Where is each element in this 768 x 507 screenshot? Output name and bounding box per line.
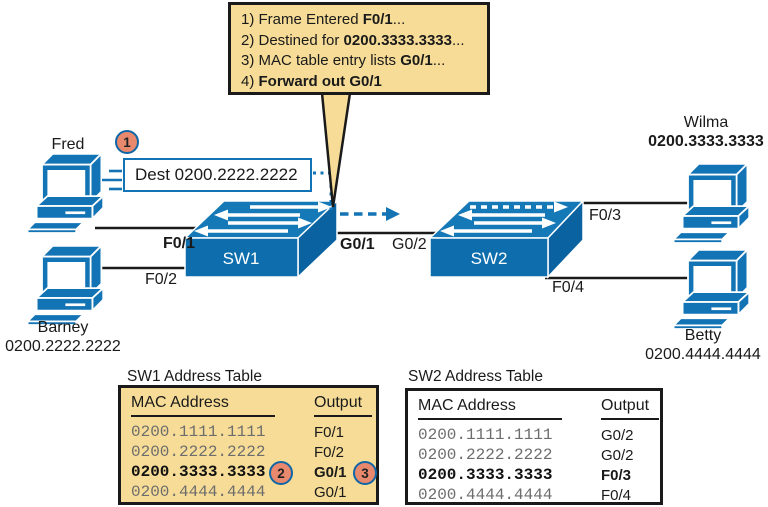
callout-steps-box: 1) Frame Entered F0/1... 2) Destined for… <box>228 2 490 95</box>
host-label-betty: Betty 0200.4444.4444 <box>628 327 768 364</box>
step-marker-3: 3 <box>353 461 377 485</box>
port-label-f01: F0/1 <box>163 235 196 252</box>
sw1-table-title: SW1 Address Table <box>127 368 262 385</box>
port-label-g02: G0/2 <box>392 236 427 253</box>
step-marker-1: 1 <box>115 130 139 154</box>
host-name-fred: Fred <box>51 136 85 153</box>
pc-betty-icon <box>672 248 751 330</box>
sw1-table-header: MAC Address Output <box>121 388 376 422</box>
sw2-table-title: SW2 Address Table <box>408 368 543 385</box>
switch-sw1-icon: SW1 <box>183 199 339 279</box>
host-name-wilma: Wilma <box>683 114 729 131</box>
host-mac-barney: 0200.2222.2222 <box>5 337 121 355</box>
step-marker-2: 2 <box>269 461 293 485</box>
sw1-col-mac: MAC Address <box>131 394 275 417</box>
host-label-fred: Fred <box>38 136 98 155</box>
callout-step-3: 3) MAC table entry lists G0/1... <box>241 52 446 69</box>
frame-dest-label: Dest 0200.2222.2222 <box>135 165 298 184</box>
sw1-label: SW1 <box>223 249 260 268</box>
forward-dashed-arrow <box>340 207 400 221</box>
port-label-g01: G0/1 <box>340 236 375 253</box>
sw2-label: SW2 <box>471 249 508 268</box>
sw2-arrows <box>440 201 568 237</box>
host-label-barney: Barney 0200.2222.2222 <box>0 319 126 356</box>
callout-pointer-tail <box>320 91 352 208</box>
sw2-table-header: MAC Address Output <box>408 391 660 425</box>
frame-dest-box: Dest 0200.2222.2222 <box>123 158 312 192</box>
callout-step-2: 2) Destined for 0200.3333.3333... <box>241 31 465 49</box>
host-label-wilma: Wilma 0200.3333.3333 <box>624 114 768 151</box>
frame-motion-lines <box>102 169 122 191</box>
host-name-barney: Barney <box>37 319 89 336</box>
host-mac-wilma: 0200.3333.3333 <box>648 132 764 150</box>
host-mac-betty: 0200.4444.4444 <box>645 345 761 363</box>
switch-sw2-icon: SW2 <box>428 199 585 279</box>
callout-step-1: 1) Frame Entered F0/1... <box>241 11 406 28</box>
callout-step-4: 4) Forward out G0/1 <box>241 72 382 90</box>
sw2-col-mac: MAC Address <box>418 397 562 420</box>
sw1-col-output: Output <box>314 394 372 417</box>
sw2-col-output: Output <box>601 397 659 420</box>
host-name-betty: Betty <box>684 327 722 344</box>
pc-barney-icon <box>26 244 105 326</box>
port-label-f04: F0/4 <box>552 279 585 296</box>
port-label-f03: F0/3 <box>589 207 622 224</box>
sw1-arrows <box>194 201 332 237</box>
port-label-f02: F0/2 <box>145 271 178 288</box>
pc-fred-icon <box>26 152 105 234</box>
